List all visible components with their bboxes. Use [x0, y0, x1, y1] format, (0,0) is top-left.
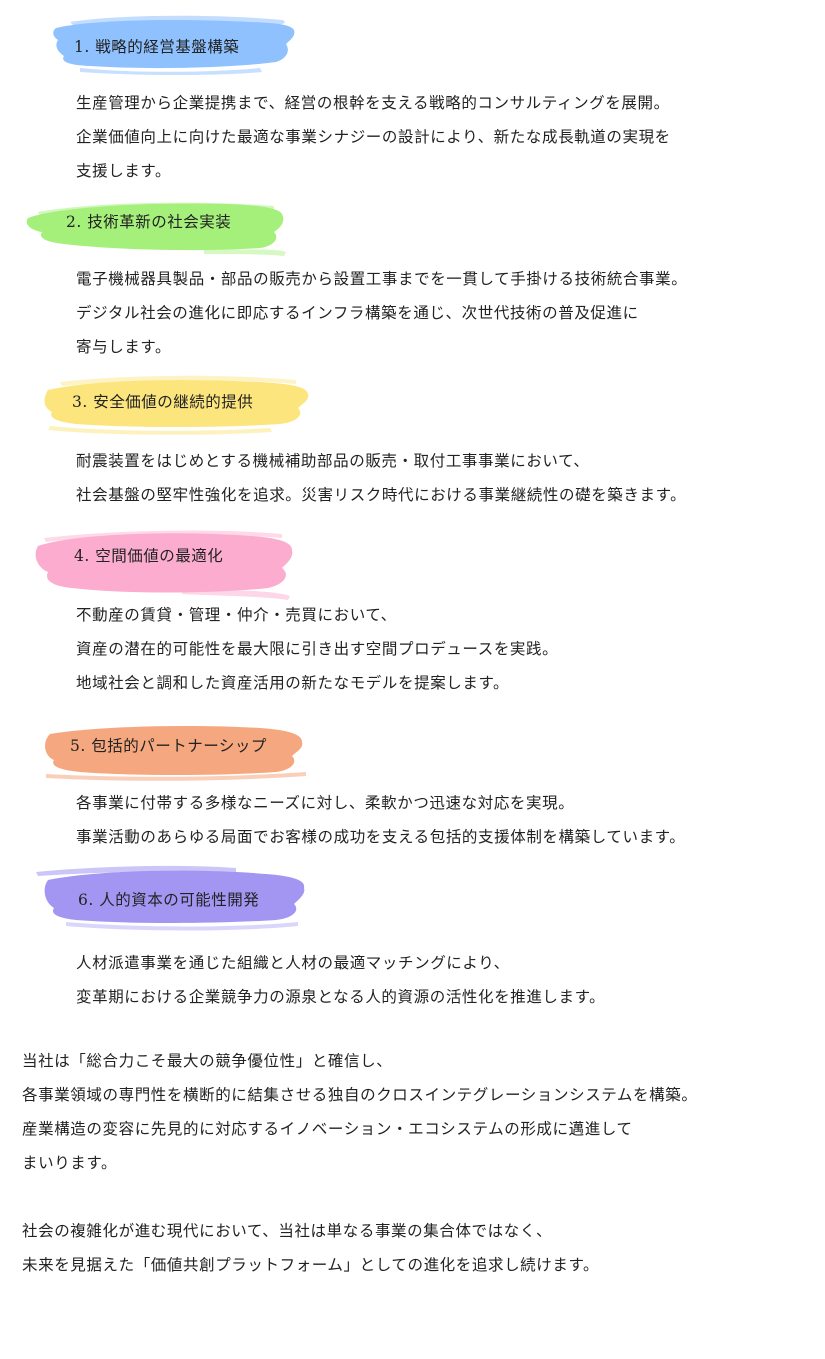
body-line: 変革期における企業競争力の源泉となる人的資源の活性化を推進します。	[76, 988, 606, 1006]
section-6-body: 人材派遣事業を通じた組織と人材の最適マッチングにより、 変革期における企業競争力…	[76, 946, 605, 1014]
body-line: 企業価値向上に向けた最適な事業シナジーの設計により、新たな成長軌道の実現を	[76, 128, 671, 146]
section-1-heading-banner: 1. 戦略的経営基盤構築	[50, 10, 300, 75]
section-4-body: 不動産の賃貸・管理・仲介・売買において、 資産の潜在的可能性を最大限に引き出す空…	[76, 598, 558, 700]
closing-line: 当社は「総合力こそ最大の競争優位性」と確信し、	[22, 1052, 393, 1070]
body-line: 支援します。	[76, 162, 172, 180]
section-6-heading-banner: 6. 人的資本の可能性開発	[36, 862, 312, 931]
body-line: 生産管理から企業提携まで、経営の根幹を支える戦略的コンサルティングを展開。	[76, 94, 670, 112]
section-3-heading: 3. 安全価値の継続的提供	[72, 393, 254, 411]
section-6-heading: 6. 人的資本の可能性開発	[78, 891, 260, 909]
body-line: 人材派遣事業を通じた組織と人材の最適マッチングにより、	[76, 954, 510, 972]
section-5-heading: 5. 包括的パートナーシップ	[70, 737, 267, 755]
section-2-body: 電子機械器具製品・部品の販売から設置工事までを一貫して手掛ける技術統合事業。 デ…	[76, 262, 687, 364]
section-1-heading: 1. 戦略的経営基盤構築	[74, 38, 240, 56]
body-line: 電子機械器具製品・部品の販売から設置工事までを一貫して手掛ける技術統合事業。	[76, 270, 688, 288]
body-line: 事業活動のあらゆる局面でお客様の成功を支える包括的支援体制を構築しています。	[76, 828, 686, 846]
closing-paragraph-1: 当社は「総合力こそ最大の競争優位性」と確信し、 各事業領域の専門性を横断的に結集…	[22, 1044, 697, 1180]
section-4-heading: 4. 空間価値の最適化	[74, 547, 224, 565]
closing-paragraph-2: 社会の複雑化が進む現代において、当社は単なる事業の集合体ではなく、 未来を見据え…	[22, 1214, 599, 1282]
section-5-heading-banner: 5. 包括的パートナーシップ	[40, 716, 310, 781]
section-1-body: 生産管理から企業提携まで、経営の根幹を支える戦略的コンサルティングを展開。 企業…	[76, 86, 671, 188]
section-3-body: 耐震装置をはじめとする機械補助部品の販売・取付工事事業において、 社会基盤の堅牢…	[76, 444, 686, 512]
body-line: 社会基盤の堅牢性強化を追求。災害リスク時代における事業継続性の礎を築きます。	[76, 486, 687, 504]
closing-line: まいります。	[22, 1154, 118, 1172]
body-line: 各事業に付帯する多様なニーズに対し、柔軟かつ迅速な対応を実現。	[76, 794, 575, 812]
body-line: 耐震装置をはじめとする機械補助部品の販売・取付工事事業において、	[76, 452, 590, 470]
brush-stroke-icon	[26, 202, 286, 256]
body-line: デジタル社会の進化に即応するインフラ構築を通じ、次世代技術の普及促進に	[76, 304, 639, 322]
section-4-heading-banner: 4. 空間価値の最適化	[32, 524, 298, 600]
brush-stroke-icon	[53, 15, 295, 75]
body-line: 地域社会と調和した資産活用の新たなモデルを提案します。	[76, 674, 510, 692]
closing-line: 各事業領域の専門性を横断的に結集させる独自のクロスインテグレーションシステムを構…	[22, 1086, 698, 1104]
brush-stroke-icon	[35, 530, 293, 600]
brush-stroke-icon	[44, 375, 309, 435]
section-2-heading-banner: 2. 技術革新の社会実装	[24, 192, 294, 256]
closing-line: 未来を見据えた「価値共創プラットフォーム」としての進化を追求し続けます。	[22, 1256, 600, 1274]
closing-line: 産業構造の変容に先見的に対応するイノベーション・エコシステムの形成に邁進して	[22, 1120, 633, 1138]
brush-stroke-icon	[45, 726, 306, 781]
body-line: 寄与します。	[76, 338, 172, 356]
closing-line: 社会の複雑化が進む現代において、当社は単なる事業の集合体ではなく、	[22, 1222, 553, 1240]
body-line: 資産の潜在的可能性を最大限に引き出す空間プロデュースを実践。	[76, 640, 559, 658]
section-2-heading: 2. 技術革新の社会実装	[66, 213, 232, 231]
body-line: 不動産の賃貸・管理・仲介・売買において、	[76, 606, 397, 624]
section-5-body: 各事業に付帯する多様なニーズに対し、柔軟かつ迅速な対応を実現。 事業活動のあらゆ…	[76, 786, 685, 854]
brush-stroke-icon	[36, 865, 305, 931]
section-3-heading-banner: 3. 安全価値の継続的提供	[40, 370, 316, 435]
